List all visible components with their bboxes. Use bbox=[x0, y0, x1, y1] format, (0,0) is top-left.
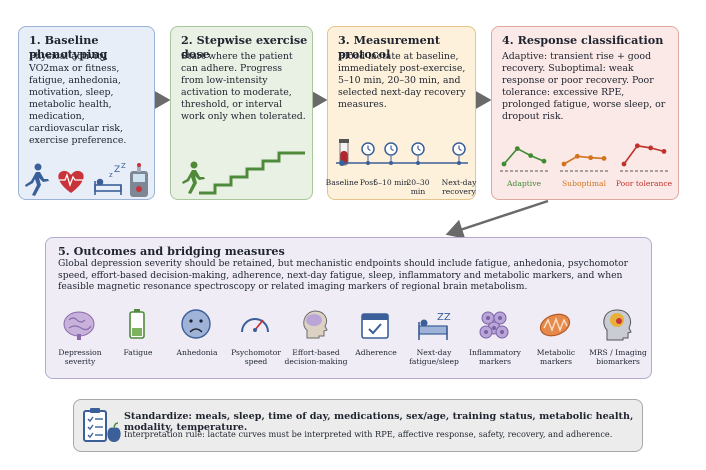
curve-label: Suboptimal bbox=[561, 179, 607, 188]
response-curve-poor-tolerance bbox=[620, 143, 668, 172]
timeline-label: Next-day recovery bbox=[441, 178, 477, 196]
timeline-label: 5–10 min bbox=[373, 178, 409, 187]
curve-point bbox=[601, 156, 607, 161]
svg-text:Z: Z bbox=[121, 163, 126, 170]
response-curves bbox=[500, 143, 668, 172]
curve-point bbox=[661, 149, 667, 154]
response-curve-suboptimal bbox=[560, 153, 608, 172]
curve-line bbox=[623, 144, 665, 165]
panel-body: Start where the patient can adhere. Prog… bbox=[181, 51, 306, 122]
outcome-label: Depression severity bbox=[58, 348, 102, 366]
calendar-check-icon bbox=[361, 313, 389, 339]
response-curve-adaptive bbox=[500, 146, 548, 172]
clock-icon bbox=[411, 142, 425, 165]
curve-point bbox=[588, 155, 594, 161]
svg-text:ZZ: ZZ bbox=[437, 312, 451, 323]
panel-title: 5. Outcomes and bridging measures bbox=[58, 244, 285, 258]
stairs-diagram bbox=[182, 151, 305, 195]
stairs-icon bbox=[199, 151, 305, 195]
outcome-label: Metabolic markers bbox=[536, 348, 576, 366]
outcome-label: Fatigue bbox=[123, 348, 153, 357]
panel-body: Physical activity, VO2max or fitness, fa… bbox=[29, 51, 127, 146]
panel-outcomes-bridging: 5. Outcomes and bridging measures Global… bbox=[45, 237, 652, 379]
timeline-graphic bbox=[336, 139, 468, 166]
standardize-icons bbox=[83, 408, 121, 442]
clock-icon bbox=[361, 142, 375, 165]
outcome-label: Anhedonia bbox=[176, 348, 218, 357]
curve-point bbox=[501, 161, 507, 167]
blood-tube-icon bbox=[339, 139, 349, 166]
bed-sleep-icon: ZZ bbox=[418, 312, 451, 340]
timeline-label: Post bbox=[359, 178, 377, 187]
clock-icon bbox=[384, 142, 398, 165]
panel-measurement-protocol: 3. Measurement protocol Blood lactate at… bbox=[326, 26, 477, 200]
battery-low-icon bbox=[129, 309, 145, 339]
glucose-meter-icon bbox=[130, 163, 148, 197]
curve-point bbox=[514, 146, 520, 151]
curve-point bbox=[541, 158, 547, 164]
panel-response-classification: 4. Response classification Adaptive: tra… bbox=[491, 26, 679, 200]
curve-line bbox=[563, 155, 605, 165]
curve-point bbox=[528, 153, 534, 158]
timeline-dot bbox=[339, 160, 345, 166]
brain-icon bbox=[63, 311, 95, 340]
head-brain-icon bbox=[303, 310, 328, 339]
head-mri-icon bbox=[603, 309, 632, 341]
timeline-label: 20–30 min bbox=[406, 178, 430, 196]
sleep-bed-icon: z Z Z bbox=[94, 163, 126, 195]
timeline-label: Baseline bbox=[325, 178, 359, 187]
mitochondria-icon bbox=[539, 313, 571, 337]
clock-icon bbox=[452, 142, 466, 165]
runner-icon bbox=[25, 163, 49, 196]
panel-title: 2. Stepwise exercise dose bbox=[181, 33, 308, 61]
curve-point bbox=[574, 153, 580, 159]
sad-face-icon bbox=[181, 309, 211, 339]
cells-icon bbox=[479, 311, 509, 339]
outcome-label: MRS / Imaging biomarkers bbox=[589, 348, 647, 366]
panel-body: Blood lactate at baseline, immediately p… bbox=[338, 51, 466, 110]
outcome-label: Psychomotor speed bbox=[231, 348, 281, 366]
arrow-4-5 bbox=[445, 199, 549, 239]
speedometer-icon bbox=[241, 318, 269, 333]
panel-standardize: Standardize: meals, sleep, time of day, … bbox=[73, 399, 643, 452]
curve-point bbox=[634, 143, 640, 149]
clipboard-checklist-icon bbox=[83, 408, 107, 442]
phenotyping-icons: z Z Z bbox=[25, 163, 148, 197]
panel-title: 3. Measurement protocol bbox=[338, 33, 441, 61]
curve-label: Poor tolerance bbox=[615, 179, 673, 188]
panel-body: Adaptive: transient rise + good recovery… bbox=[502, 51, 666, 122]
outcome-label: Effort-based decision-making bbox=[284, 348, 348, 366]
curve-point bbox=[648, 145, 654, 151]
panel-title: 4. Response classification bbox=[502, 33, 664, 47]
outcome-label: Next-day fatigue/sleep bbox=[409, 348, 459, 366]
curve-line bbox=[503, 147, 545, 165]
standardize-text: Standardize: meals, sleep, time of day, … bbox=[124, 411, 634, 433]
panel-stepwise-exercise-dose: 2. Stepwise exercise dose Start where th… bbox=[170, 26, 313, 200]
svg-text:Z: Z bbox=[114, 165, 120, 175]
interpretation-rule: Interpretation rule: lactate curves must… bbox=[124, 429, 613, 439]
curve-label: Adaptive bbox=[507, 179, 541, 188]
curve-point bbox=[561, 161, 567, 167]
curve-point bbox=[621, 161, 627, 167]
panel-baseline-phenotyping: 1. Baseline phenotyping Physical activit… bbox=[18, 26, 155, 200]
svg-text:z: z bbox=[109, 171, 113, 179]
apple-icon bbox=[107, 422, 121, 442]
panel-title: 1. Baseline phenotyping bbox=[29, 33, 108, 61]
heart-ecg-icon bbox=[58, 170, 84, 193]
panel-body: Global depression severity should be ret… bbox=[58, 258, 629, 293]
timeline-clocks bbox=[339, 142, 466, 166]
outcome-label: Adherence bbox=[355, 348, 397, 357]
runner-stairs-icon bbox=[182, 161, 205, 194]
outcome-label: Inflammatory markers bbox=[469, 348, 521, 366]
